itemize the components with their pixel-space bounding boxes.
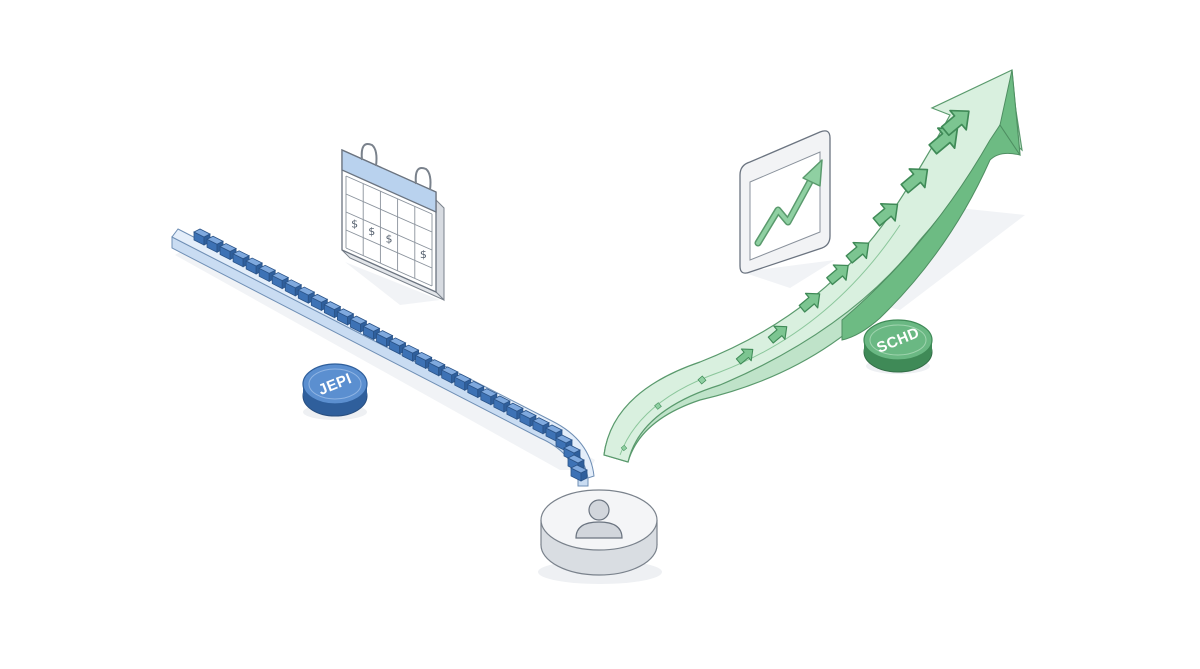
income-block [532,417,550,435]
growth-arrow [845,241,870,264]
calendar-icon: $ $ $ $ [341,143,445,302]
growth-chart-icon [739,130,831,274]
growth-block [697,375,707,385]
growth-block [620,444,628,452]
calendar-dollar-sign: $ [368,225,375,238]
investor-hub [540,489,658,576]
person-icon [575,499,623,539]
income-block [310,293,329,311]
calendar-dollar-signs: $ $ $ $ [351,218,427,261]
calendar-dollar-sign: $ [386,233,393,246]
jepi-income-track [171,228,595,487]
schd-growth-track [603,69,1023,463]
calendar-dollar-sign: $ [351,218,358,231]
income-block [453,373,472,391]
calendar-dollar-sign: $ [420,248,427,261]
growth-block [654,402,662,410]
growth-arrow [900,168,929,194]
income-blocks [193,228,588,482]
growth-arrow [872,203,899,227]
income-block [570,464,588,482]
calendar-grid [345,175,433,287]
jepi-coin: JEPI [302,363,368,417]
growth-arrow [735,348,754,365]
schd-coin: SCHD [863,319,933,373]
growth-arrow [798,292,821,313]
growth-arrow [940,109,970,137]
growth-arrows [620,109,970,452]
income-block [466,380,485,399]
income-block [323,301,342,319]
growth-arrow [767,325,788,344]
income-block [401,344,420,362]
growth-arrow [826,264,849,286]
